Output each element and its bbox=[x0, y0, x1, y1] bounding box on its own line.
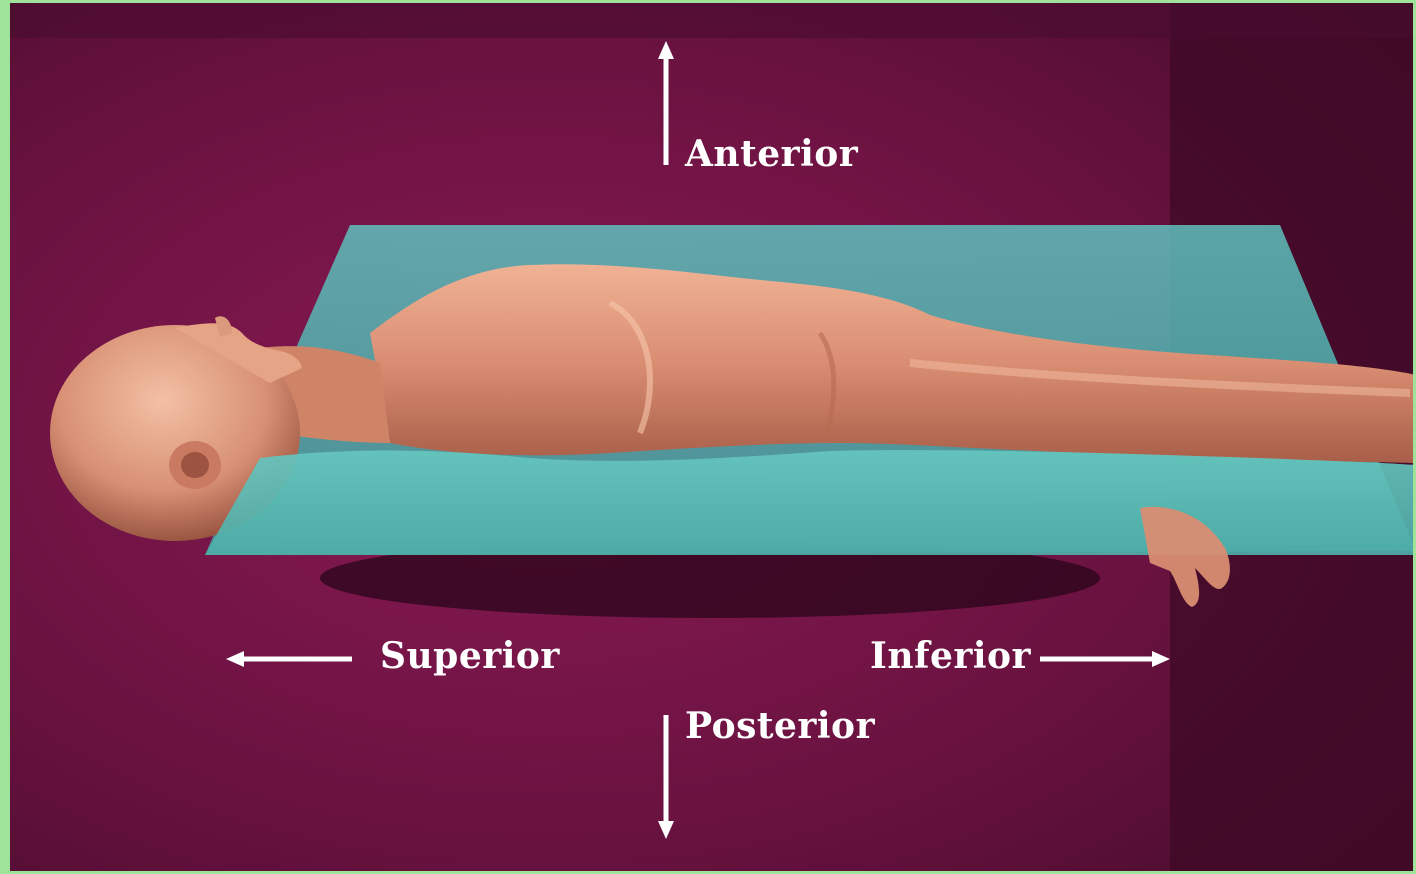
label-superior: Superior bbox=[380, 635, 560, 677]
plane-front bbox=[205, 450, 1416, 555]
background-top-band bbox=[10, 3, 1416, 38]
label-posterior: Posterior bbox=[685, 705, 876, 747]
figure-canvas: Anterior Superior Inferior Posterior bbox=[10, 3, 1416, 871]
label-anterior: Anterior bbox=[684, 133, 859, 175]
label-inferior: Inferior bbox=[870, 635, 1032, 677]
